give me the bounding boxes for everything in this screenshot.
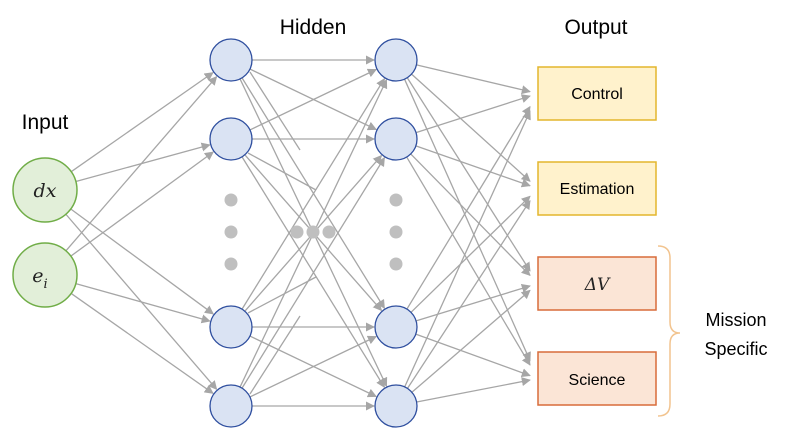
connection-edge bbox=[249, 335, 377, 398]
connection-edge bbox=[415, 94, 531, 134]
bracket-label-line1: Mission bbox=[705, 310, 766, 330]
output-heading: Output bbox=[564, 16, 627, 39]
connection-edge bbox=[416, 377, 531, 403]
output-estimation-box: Estimation bbox=[537, 161, 657, 216]
connection-edge bbox=[415, 333, 531, 378]
input-ei-label: e bbox=[32, 265, 43, 287]
connection-edge bbox=[411, 73, 531, 182]
connection-edge bbox=[70, 208, 215, 315]
connection-edge bbox=[406, 156, 531, 366]
input-ei-subscript: i bbox=[44, 277, 48, 292]
ellipsis-dot bbox=[389, 193, 403, 207]
output-control-label: Control bbox=[571, 86, 623, 103]
connection-edge bbox=[70, 151, 214, 257]
output-control-box: Control bbox=[537, 66, 657, 121]
partial-edge bbox=[247, 276, 317, 314]
ellipsis-dot bbox=[322, 225, 336, 239]
connection-edge bbox=[416, 64, 531, 95]
input-dx-label: dx bbox=[34, 180, 57, 202]
ellipsis-dot bbox=[290, 225, 304, 239]
ellipsis-dot bbox=[224, 193, 238, 207]
ellipsis-dot bbox=[224, 257, 238, 271]
connection-edge bbox=[411, 289, 531, 393]
input-node-ei: ei bbox=[12, 242, 78, 308]
connection-edge bbox=[406, 199, 531, 389]
connection-edge bbox=[403, 78, 531, 362]
connection-edge bbox=[70, 72, 214, 173]
connection-edge bbox=[406, 105, 531, 310]
connection-edge bbox=[70, 292, 214, 394]
hidden2-node bbox=[374, 38, 418, 82]
connection-edge bbox=[249, 68, 377, 131]
connection-edge bbox=[75, 142, 211, 183]
connection-edge bbox=[410, 195, 531, 313]
connection-edge bbox=[65, 75, 218, 252]
mission-specific-bracket bbox=[657, 245, 681, 417]
output-science-box: Science bbox=[537, 351, 657, 406]
output-estimation-label: Estimation bbox=[560, 181, 635, 198]
hidden2-node bbox=[374, 384, 418, 428]
output-delta-v-box: ΔV bbox=[537, 256, 657, 311]
hidden1-node bbox=[209, 38, 253, 82]
ellipsis-dot bbox=[224, 225, 238, 239]
hidden-heading: Hidden bbox=[280, 16, 347, 39]
connection-edge bbox=[406, 77, 531, 272]
svg-text:ei: ei bbox=[32, 265, 47, 292]
partial-edge bbox=[247, 152, 317, 191]
connection-edge bbox=[415, 283, 531, 322]
hidden2-node bbox=[374, 305, 418, 349]
hidden1-node bbox=[209, 117, 253, 161]
partial-edge bbox=[249, 71, 301, 151]
bracket-label-line2: Specific bbox=[704, 339, 767, 359]
connection-edge bbox=[404, 110, 531, 388]
hidden1-node bbox=[209, 384, 253, 428]
ellipsis-dot bbox=[306, 225, 320, 239]
output-science-label: Science bbox=[569, 372, 626, 389]
connection-edge bbox=[241, 156, 385, 389]
ellipsis-dot bbox=[389, 257, 403, 271]
connection-edge bbox=[241, 77, 385, 310]
input-node-dx: dx bbox=[12, 157, 78, 223]
ellipsis-dots bbox=[224, 193, 403, 271]
hidden2-node bbox=[374, 117, 418, 161]
connection-edge bbox=[415, 145, 531, 188]
connection-edge bbox=[75, 282, 211, 324]
ellipsis-dot bbox=[389, 225, 403, 239]
connection-edge bbox=[410, 153, 531, 277]
partial-edge bbox=[249, 315, 301, 395]
hidden1-node bbox=[209, 305, 253, 349]
output-delta-v-label: ΔV bbox=[584, 275, 611, 295]
input-heading: Input bbox=[22, 111, 69, 134]
